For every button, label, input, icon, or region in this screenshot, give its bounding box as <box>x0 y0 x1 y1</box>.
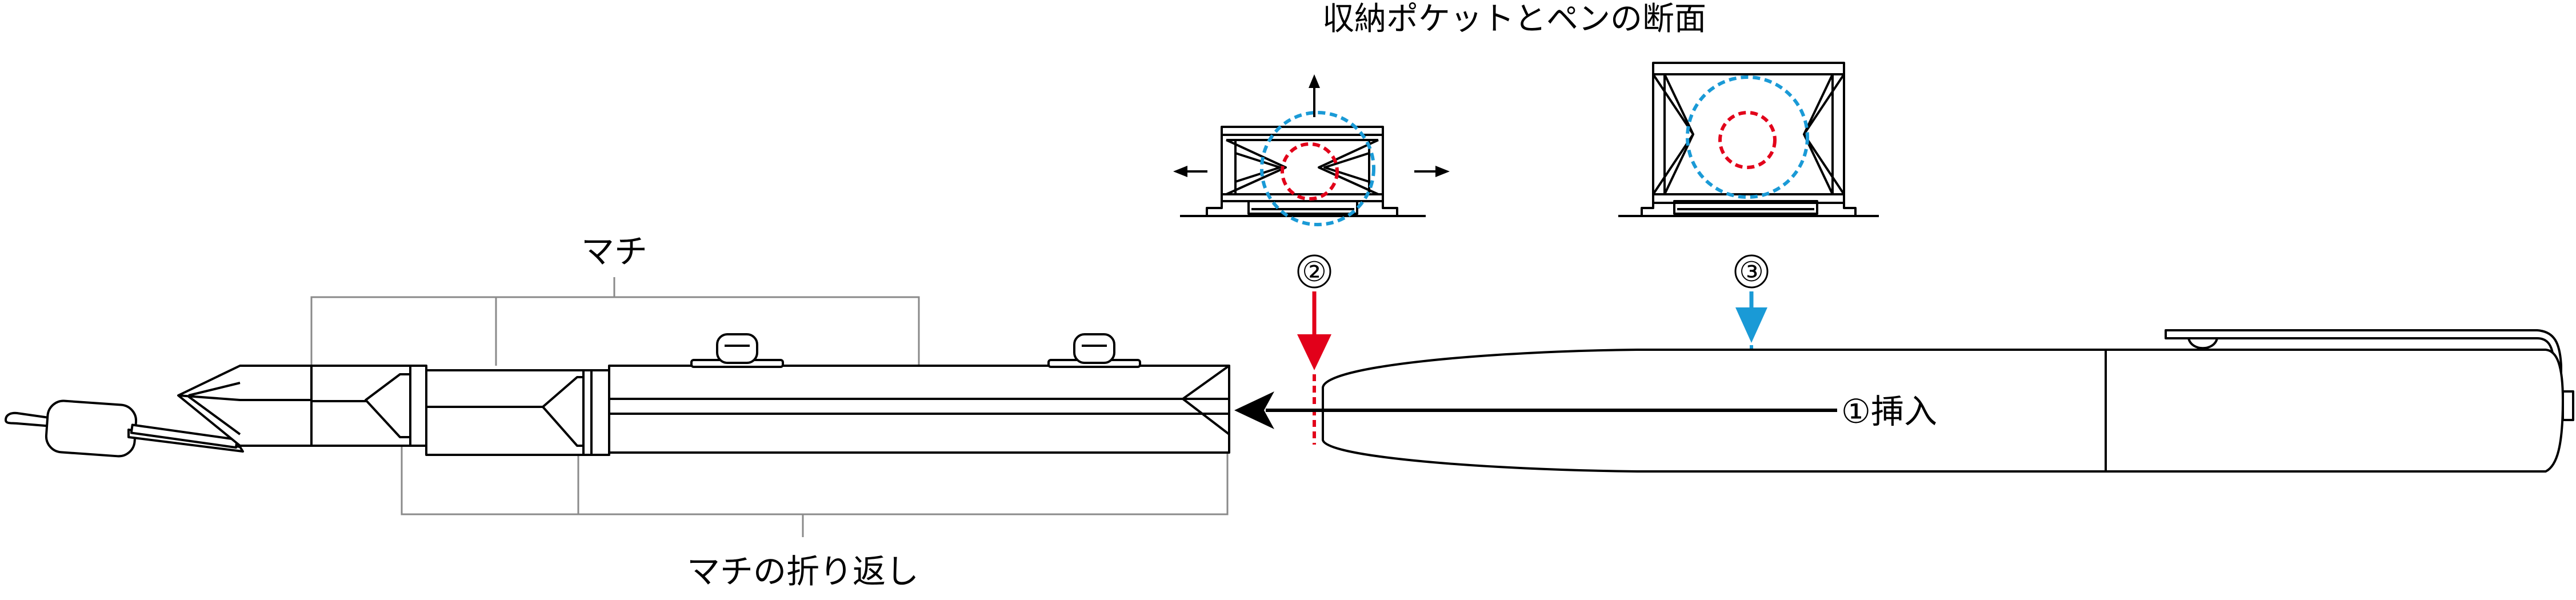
cross-section-stretched <box>1180 126 1426 217</box>
stretch-arrows <box>1173 74 1450 177</box>
gusset-fold-label: マチの折り返し <box>687 552 919 591</box>
pen-pocket <box>5 333 1230 458</box>
pen <box>1322 329 2574 473</box>
cross-section-full <box>1618 62 1879 217</box>
pen-outline-circle-2 <box>1260 111 1375 226</box>
gusset-bracket <box>310 277 920 389</box>
marker-2-label: ② <box>1302 256 1326 288</box>
insert-label: ①挿入 <box>1841 392 1937 431</box>
marker-3-label: ③ <box>1739 256 1763 288</box>
pen-outline-circle-3 <box>1686 75 1809 199</box>
marker-3: ③ <box>1734 254 1769 289</box>
gusset-label: マチ <box>581 232 647 271</box>
marker-2: ② <box>1297 254 1331 289</box>
diagram-title: 収納ポケットとペンの断面 <box>1322 1 1706 38</box>
insert-arrow <box>1234 391 1837 429</box>
